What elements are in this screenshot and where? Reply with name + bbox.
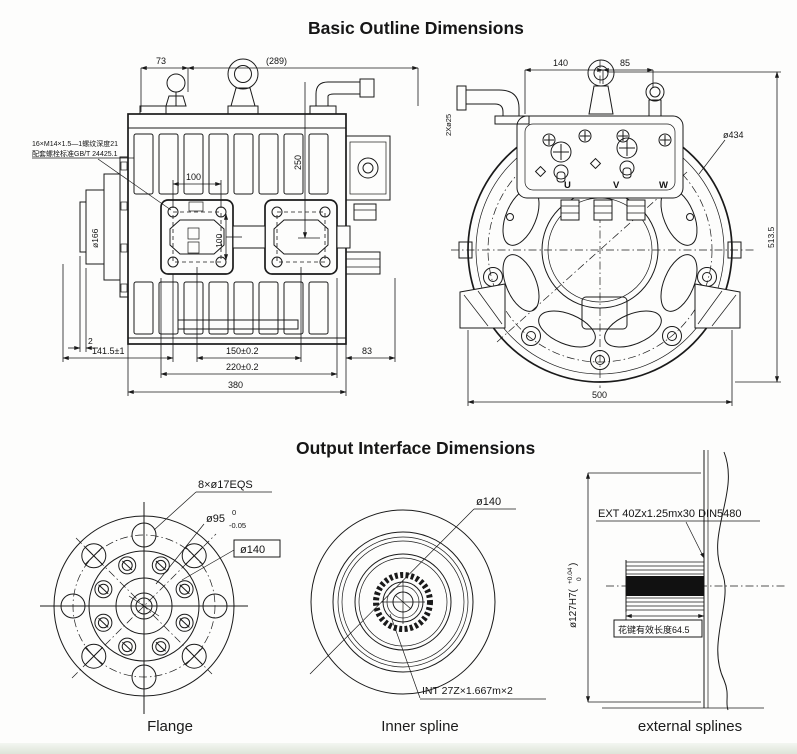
dim-label: 2Xø25	[444, 114, 453, 136]
spline-spec-label: EXT 40Zx1.25mx30 DIN5480	[598, 508, 741, 520]
side-view-drawing: ø166	[32, 56, 419, 396]
bore-dim-label: ø127H7( +0.04 0 )	[567, 563, 583, 628]
dim-label: 500	[592, 390, 607, 400]
dim-label: 73	[156, 56, 166, 66]
dim-label: 141.5±1	[92, 346, 124, 356]
bore-main: ø127H7(	[568, 588, 579, 628]
pilot-label: ø95	[206, 513, 225, 525]
front-top-fittings	[456, 59, 665, 125]
external-spline-drawing: ø127H7( +0.04 0 ) EXT 40Zx1.25mx30 DIN54…	[567, 450, 786, 711]
note-line-1: 16×M14×1.5—1螺纹深度21	[32, 139, 118, 148]
terminal-u-label: U	[564, 180, 571, 191]
terminal-screws	[542, 129, 672, 147]
pilot-tol-dn: -0.05	[229, 521, 246, 530]
flange-face	[40, 502, 248, 714]
inner-spline-drawing: ø140 INT 27Z×1.667m×2	[309, 496, 546, 700]
motor-body	[127, 113, 347, 345]
screw-ring	[94, 556, 194, 656]
dim-label: 83	[362, 346, 372, 356]
eyebolt	[227, 58, 259, 107]
caption-flange: Flange	[147, 718, 193, 735]
terminal-studs	[534, 137, 638, 183]
breather-valve	[165, 73, 187, 107]
small-eyebolt	[645, 82, 665, 117]
terminal-w-label: W	[659, 180, 668, 191]
front-view-dimensions: 140 85 2Xø25 ø434 513.5 500	[444, 58, 781, 406]
dim-label: 2	[88, 336, 93, 346]
caption-external-splines: external splines	[637, 718, 743, 735]
dia-label: ø140	[476, 496, 501, 508]
section-title-output-interface: Output Interface Dimensions	[296, 438, 536, 458]
dim-label: (289)	[266, 56, 287, 66]
inner-spline-labels: ø140 INT 27Z×1.667m×2	[309, 496, 546, 700]
side-view-dimensions: 73 (289) 250 100 100 141.5±1 150±	[62, 56, 419, 396]
terminal-v-label: V	[613, 180, 620, 191]
section-title-basic-outline: Basic Outline Dimensions	[308, 18, 524, 38]
terminal-box: U V W	[516, 115, 684, 221]
page-edge-shadow	[0, 743, 797, 754]
shaft-section	[606, 450, 786, 711]
cable-glands	[560, 199, 646, 221]
dim-label: 150±0.2	[226, 346, 258, 356]
cooling-ribs	[133, 133, 329, 335]
note-line-2: 配套螺栓标准GB/T 24425.1	[32, 149, 118, 158]
dim-label: 100	[186, 172, 201, 182]
caption-inner-spline: Inner spline	[381, 718, 459, 735]
front-view-drawing: U V W	[444, 58, 781, 406]
dim-label: 100	[214, 234, 224, 248]
dim-label: 220±0.2	[226, 362, 258, 372]
holes-label: 8×ø17EQS	[198, 479, 253, 491]
dim-label: 380	[228, 380, 243, 390]
dim-label: ø434	[723, 130, 744, 140]
bore-close: )	[568, 563, 579, 566]
coolant-elbow	[456, 85, 530, 125]
bore-tol-dn: 0	[576, 577, 583, 581]
junction-box-side	[345, 135, 391, 275]
outer-dia-label: ø140	[240, 544, 265, 556]
dim-label: 85	[620, 58, 630, 68]
thread-note: 16×M14×1.5—1螺纹深度21 配套螺栓标准GB/T 24425.1	[32, 139, 172, 211]
dim-label: ø166	[90, 228, 100, 248]
eyebolt	[587, 59, 615, 115]
external-spline-dimensions: ø127H7( +0.04 0 ) EXT 40Zx1.25mx30 DIN54…	[567, 472, 764, 709]
dim-label: 250	[293, 155, 303, 170]
bore-tol-up: +0.04	[567, 567, 574, 584]
flange-view-drawing: 8×ø17EQS ø95 0 -0.05 ø140	[40, 479, 281, 714]
mounting-feet	[459, 283, 741, 329]
dim-label: 513.5	[766, 226, 776, 248]
output-shaft-assembly: ø166	[79, 156, 129, 298]
spline-teeth	[625, 560, 704, 612]
inner-spline-face	[310, 509, 496, 695]
top-fittings	[139, 58, 375, 115]
coolant-elbow	[315, 78, 375, 106]
mounting-pads	[160, 199, 351, 275]
dim-label: 140	[553, 58, 568, 68]
bolt-holes	[60, 522, 228, 690]
spline-length-label: 花键有效长度64.5	[618, 624, 690, 635]
spline-label: INT 27Z×1.667m×2	[422, 685, 513, 697]
flange-labels: 8×ø17EQS ø95 0 -0.05 ø140	[153, 479, 281, 585]
pilot-tol-up: 0	[232, 508, 236, 517]
